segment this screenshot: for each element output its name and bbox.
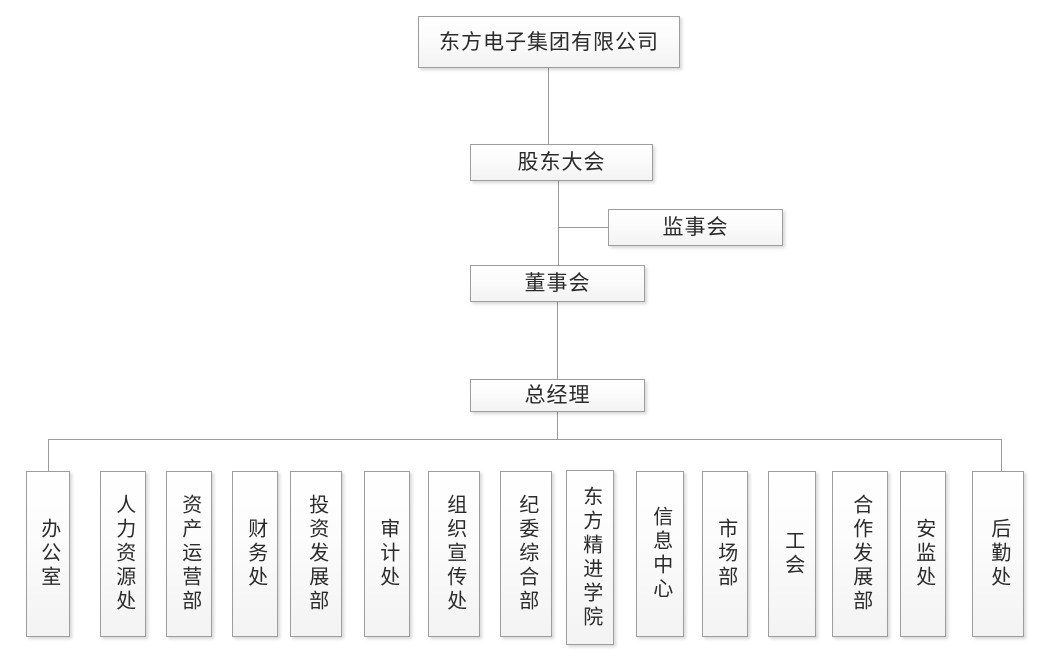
department-label-3: 资产运营部 <box>178 494 201 614</box>
connector-general-manager-to-bus <box>557 411 558 439</box>
department-box-8[interactable]: 纪委综合部 <box>500 471 552 637</box>
department-label-9: 东方精进学院 <box>579 485 602 630</box>
department-label-14: 安监处 <box>912 518 935 590</box>
department-bus <box>48 439 1002 440</box>
department-box-13[interactable]: 合作发展部 <box>832 471 888 637</box>
department-box-11[interactable]: 市场部 <box>702 471 748 637</box>
connector-trunk-to-supervisors <box>558 227 608 228</box>
node-shareholders[interactable]: 股东大会 <box>470 144 653 181</box>
node-company-label: 东方电子集团有限公司 <box>439 29 659 54</box>
department-label-15: 后勤处 <box>987 518 1010 590</box>
department-box-15[interactable]: 后勤处 <box>972 471 1024 637</box>
department-label-6: 审计处 <box>376 518 399 590</box>
node-company[interactable]: 东方电子集团有限公司 <box>418 16 680 68</box>
department-label-4: 财务处 <box>244 518 267 590</box>
node-general-manager-label: 总经理 <box>524 383 591 408</box>
node-board-label: 董事会 <box>524 271 591 296</box>
department-label-13: 合作发展部 <box>849 494 872 614</box>
connector-board-to-general-manager <box>557 301 558 380</box>
department-box-10[interactable]: 信息中心 <box>636 471 684 637</box>
department-box-12[interactable]: 工会 <box>768 471 816 637</box>
connector-shareholders-trunk <box>558 180 559 265</box>
node-general-manager[interactable]: 总经理 <box>470 379 645 412</box>
connector-company-to-shareholders <box>548 67 549 144</box>
department-box-3[interactable]: 资产运营部 <box>166 471 212 637</box>
department-label-8: 纪委综合部 <box>515 494 538 614</box>
department-box-7[interactable]: 组织宣传处 <box>428 471 480 637</box>
department-label-7: 组织宣传处 <box>443 494 466 614</box>
department-label-10: 信息中心 <box>649 506 672 602</box>
department-box-4[interactable]: 财务处 <box>232 471 278 637</box>
department-box-14[interactable]: 安监处 <box>900 471 946 637</box>
connector-bus-to-last-department <box>1001 439 1002 471</box>
department-box-1[interactable]: 办公室 <box>26 471 70 637</box>
node-board[interactable]: 董事会 <box>470 265 645 302</box>
department-box-9[interactable]: 东方精进学院 <box>566 470 614 645</box>
department-label-5: 投资发展部 <box>305 494 328 614</box>
department-label-2: 人力资源处 <box>112 494 135 614</box>
department-label-1: 办公室 <box>37 518 60 590</box>
department-box-5[interactable]: 投资发展部 <box>290 471 342 637</box>
connector-bus-to-first-department <box>48 439 49 471</box>
node-shareholders-label: 股东大会 <box>517 150 606 175</box>
department-label-12: 工会 <box>781 530 804 578</box>
department-label-11: 市场部 <box>714 518 737 590</box>
department-box-6[interactable]: 审计处 <box>364 471 410 637</box>
department-box-2[interactable]: 人力资源处 <box>100 471 146 637</box>
node-supervisors-label: 监事会 <box>662 215 729 240</box>
node-supervisors[interactable]: 监事会 <box>608 209 783 246</box>
